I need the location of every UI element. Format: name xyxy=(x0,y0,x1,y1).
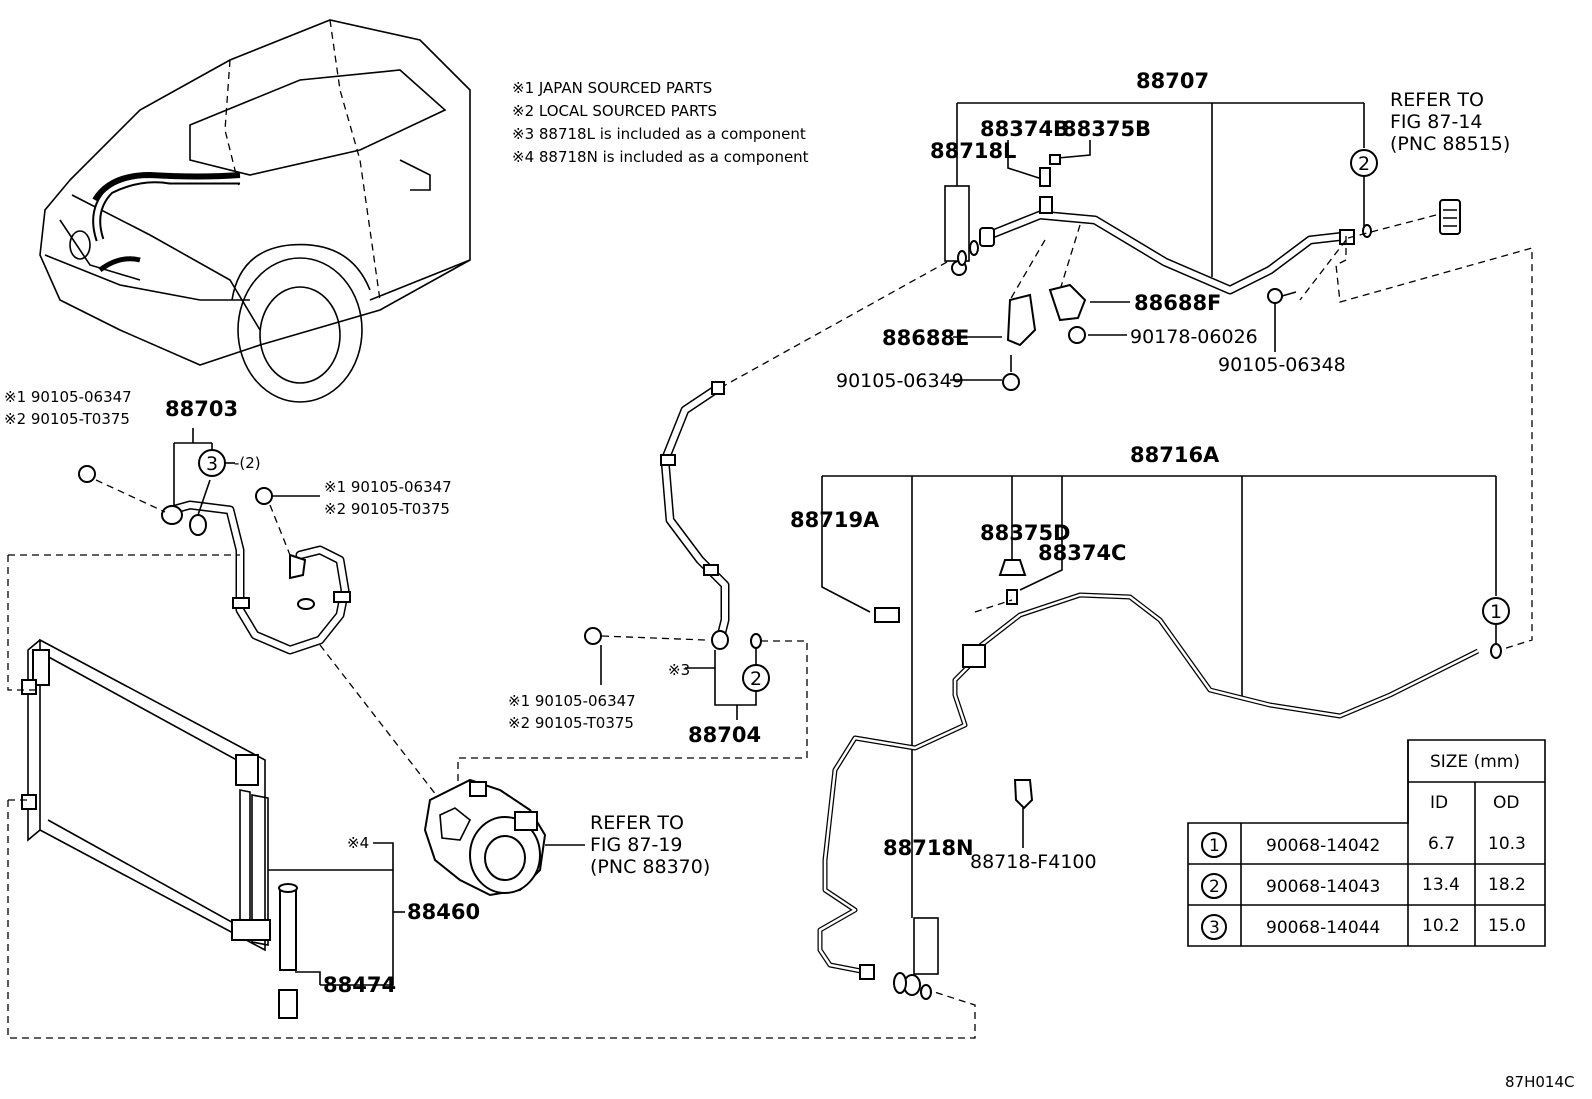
label-88375D: 88375D xyxy=(980,521,1071,545)
callout-2-lower: 2 xyxy=(750,668,762,690)
condenser-88460 xyxy=(7,554,976,1039)
label-88688E: 88688E xyxy=(882,326,969,350)
note-88718L-component: ※3 88718L is included as a component xyxy=(512,125,806,143)
label-star3: ※3 xyxy=(668,661,690,679)
callout-circles: 2 1 2 3 xyxy=(198,149,1510,692)
label-88375B: 88375B xyxy=(1062,117,1151,141)
refer-fig-87-19-line1: REFER TO xyxy=(590,812,684,834)
label-star4: ※4 xyxy=(347,834,369,852)
size-row-3-ref: 3 xyxy=(1209,918,1220,938)
refer-fig-87-19-line2: FIG 87-19 xyxy=(590,834,683,856)
size-row-1-part: 90068-14042 xyxy=(1266,836,1380,856)
label-88716A: 88716A xyxy=(1130,443,1220,467)
label-bolt-a-japan: ※1 90105-06347 xyxy=(4,388,132,406)
note-88718N-component: ※4 88718N is included as a component xyxy=(512,148,809,166)
size-row-1-od: 10.3 xyxy=(1488,834,1526,854)
size-row-3-part: 90068-14044 xyxy=(1266,918,1380,938)
size-row-2-id: 13.4 xyxy=(1422,875,1460,895)
label-bolt-c-local: ※2 90105-T0375 xyxy=(508,714,634,732)
size-table-title: SIZE (mm) xyxy=(1430,752,1520,772)
label-88460: 88460 xyxy=(407,900,480,924)
label-88703: 88703 xyxy=(165,397,238,421)
callout-2-upper: 2 xyxy=(1358,153,1370,175)
label-88707: 88707 xyxy=(1136,69,1209,93)
label-88718N: 88718N xyxy=(883,836,974,860)
label-bolt-b-japan: ※1 90105-06347 xyxy=(324,478,452,496)
size-table-col-id: ID xyxy=(1430,793,1448,813)
callout-3: 3 xyxy=(206,453,218,475)
compressor xyxy=(423,778,585,897)
label-90178-06026: 90178-06026 xyxy=(1130,326,1258,348)
size-table: SIZE (mm) ID OD 1 90068-14042 6.7 10.3 2… xyxy=(1187,739,1546,947)
label-88374B: 88374B xyxy=(980,117,1069,141)
note-local-sourced: ※2 LOCAL SOURCED PARTS xyxy=(512,102,717,120)
size-row-2-part: 90068-14043 xyxy=(1266,877,1380,897)
label-callout3-paren: -(2) xyxy=(234,454,261,472)
refer-fig-87-19-line3: (PNC 88370) xyxy=(590,856,710,878)
assembly-88716A xyxy=(817,475,1502,1000)
label-88688F: 88688F xyxy=(1134,291,1221,315)
label-90105-06349: 90105-06349 xyxy=(836,370,964,392)
label-88719A: 88719A xyxy=(790,508,880,532)
assembly-88704 xyxy=(457,261,948,790)
refer-fig-87-14-line1: REFER TO xyxy=(1390,89,1484,111)
refer-fig-87-14-line2: FIG 87-14 xyxy=(1390,111,1483,133)
label-88474: 88474 xyxy=(323,973,396,997)
assembly-88703 xyxy=(78,428,441,801)
size-row-3-od: 15.0 xyxy=(1488,916,1526,936)
size-row-1-id: 6.7 xyxy=(1428,834,1455,854)
size-table-col-od: OD xyxy=(1493,793,1519,813)
label-88718-F4100: 88718-F4100 xyxy=(970,851,1097,873)
label-88704: 88704 xyxy=(688,723,761,747)
label-bolt-c-japan: ※1 90105-06347 xyxy=(508,692,636,710)
part-labels: 88707 88374B 88375B 88718L 88688F 88688E… xyxy=(4,69,1574,1091)
label-bolt-a-local: ※2 90105-T0375 xyxy=(4,410,130,428)
vehicle-illustration xyxy=(39,19,471,403)
note-japan-sourced: ※1 JAPAN SOURCED PARTS xyxy=(512,79,712,97)
size-row-3-id: 10.2 xyxy=(1422,916,1460,936)
figure-code: 87H014C xyxy=(1505,1073,1574,1091)
label-88718L: 88718L xyxy=(930,139,1016,163)
size-row-2-ref: 2 xyxy=(1209,877,1220,897)
refer-fig-87-14-line3: (PNC 88515) xyxy=(1390,133,1510,155)
label-bolt-b-local: ※2 90105-T0375 xyxy=(324,500,450,518)
label-90105-06348: 90105-06348 xyxy=(1218,354,1346,376)
label-88374C: 88374C xyxy=(1038,541,1126,565)
size-row-2-od: 18.2 xyxy=(1488,875,1526,895)
assembly-88707 xyxy=(944,102,1533,651)
callout-1: 1 xyxy=(1490,601,1502,623)
size-row-1-ref: 1 xyxy=(1209,836,1220,856)
